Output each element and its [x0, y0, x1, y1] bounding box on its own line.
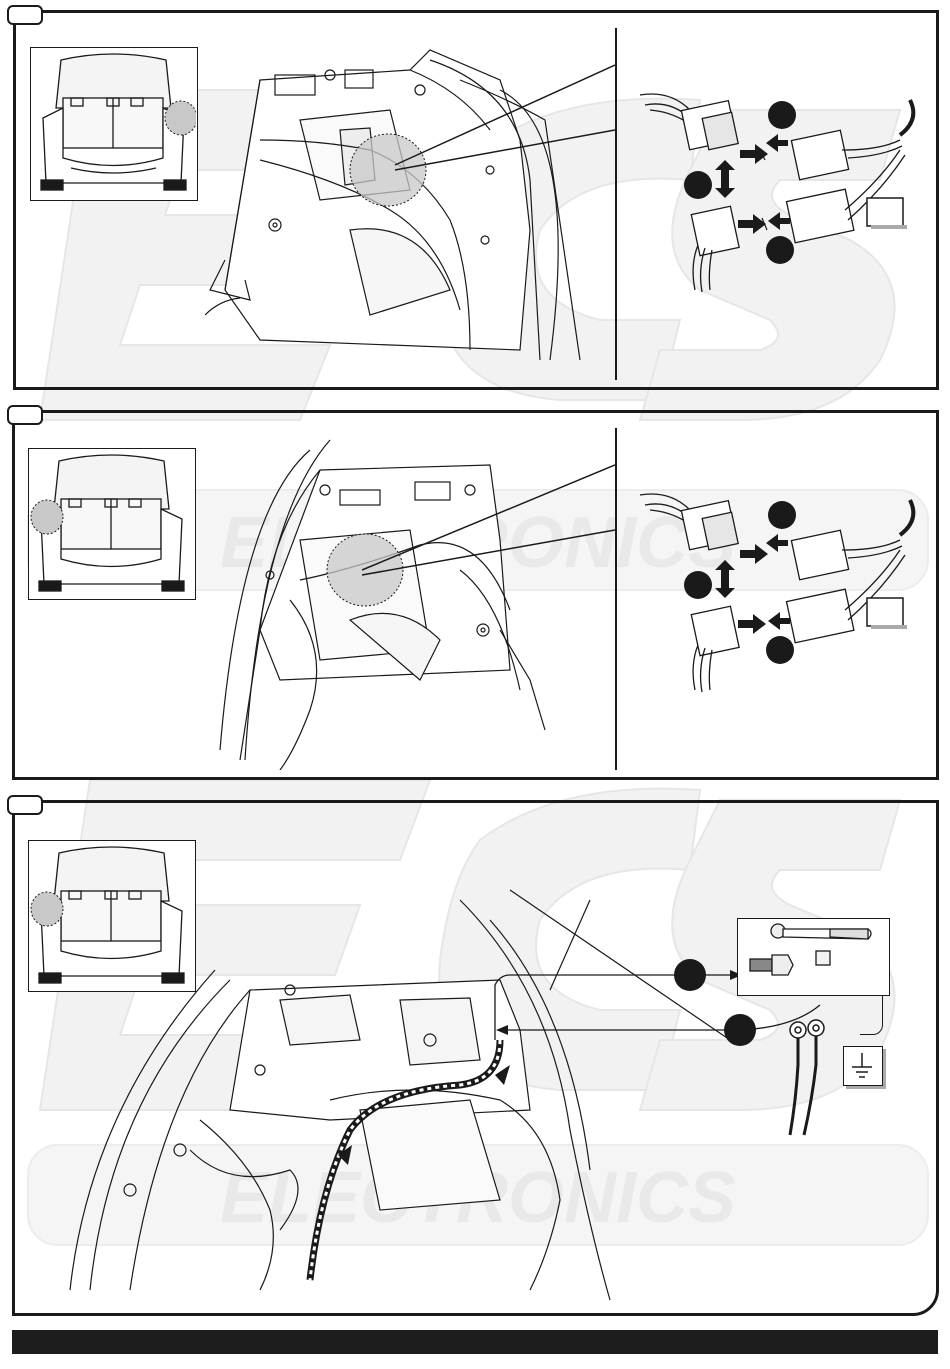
- car-rear-thumbnail-icon: [29, 449, 194, 598]
- step-3-tab: [7, 795, 43, 815]
- step-1-divider: [615, 28, 617, 380]
- step-1-car-thumbnail: [30, 47, 198, 201]
- step-2-tab: [7, 405, 43, 425]
- connector-plug-icon: [681, 101, 738, 150]
- step-1-connector-detail: [620, 80, 920, 300]
- step-1-tab: [7, 5, 43, 25]
- ring-terminal-icon: [780, 1010, 840, 1140]
- step-2-trunk-drawing: [200, 430, 615, 770]
- footer-bar: [12, 1330, 938, 1354]
- ground-wire-link: [860, 996, 883, 1035]
- step-2-car-thumbnail: [28, 448, 196, 600]
- ground-symbol-icon: [844, 1047, 881, 1084]
- step-2-connector-detail: [620, 480, 920, 700]
- tool-box: [737, 918, 890, 996]
- step-2-divider: [615, 428, 617, 770]
- step-1-trunk-drawing: [200, 30, 615, 380]
- ratchet-wrench-icon: [738, 919, 888, 993]
- bolt-icon: [750, 955, 793, 975]
- ground-symbol-box: [843, 1046, 883, 1086]
- car-rear-thumbnail-icon: [31, 48, 196, 199]
